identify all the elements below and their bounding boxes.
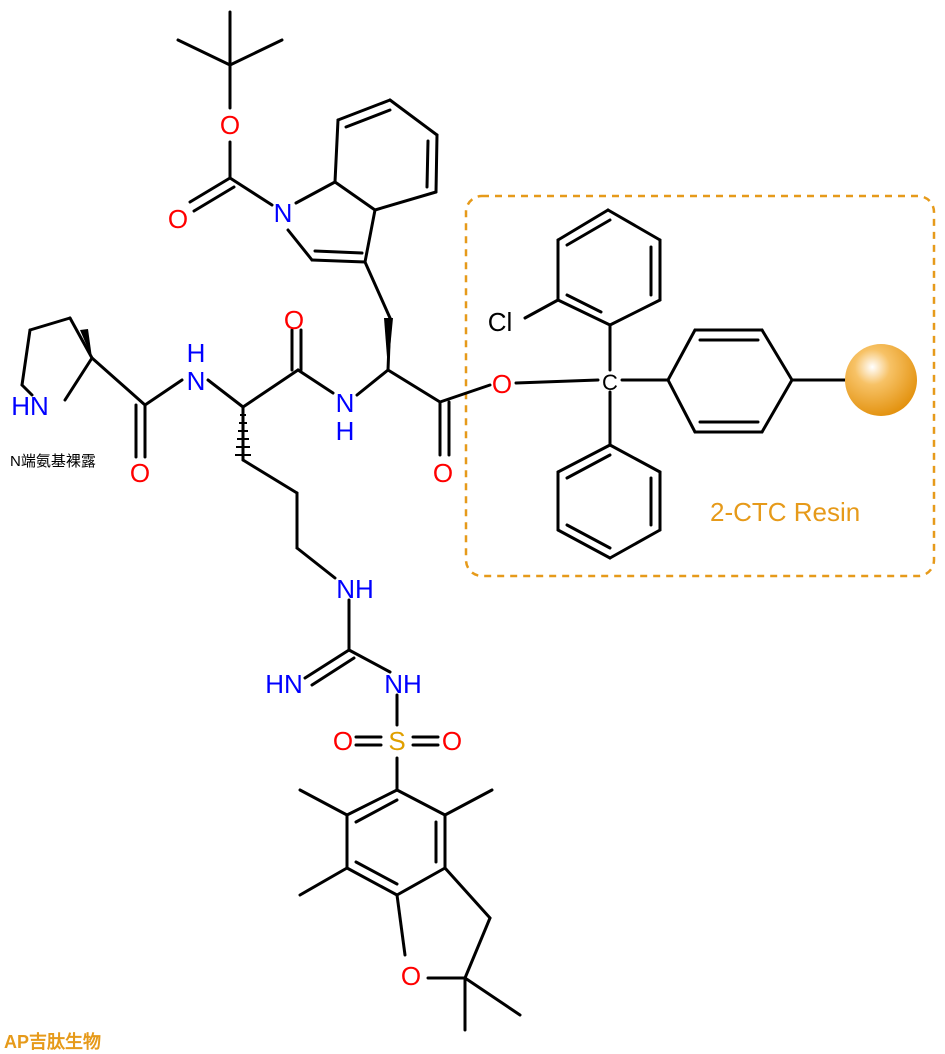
o-boc-carbonyl: O — [168, 204, 188, 234]
o-ester: O — [492, 369, 512, 399]
atom-labels: O O N O HN H N O N H O O NH HN NH O S O … — [11, 110, 618, 991]
n-arg-trp: N — [336, 388, 355, 418]
o-sulfonyl-left: O — [333, 726, 353, 756]
wedge-proline — [80, 329, 92, 358]
o-arg-carbonyl: O — [284, 305, 304, 335]
company-logo: AP吉肽生物 — [4, 1031, 101, 1052]
hash-arg — [235, 414, 251, 456]
chlorine: Cl — [488, 307, 513, 337]
n-terminus-note: N端氨基裸露 — [10, 453, 96, 470]
hn-imine: HN — [265, 669, 303, 699]
wedge-trp — [384, 318, 393, 370]
n-pro-arg: N — [187, 366, 206, 396]
o-trp-carbonyl: O — [433, 458, 453, 488]
hn-proline: HN — [11, 391, 49, 421]
o-sulfonyl-right: O — [442, 726, 462, 756]
o-furan: O — [401, 961, 421, 991]
resin-label: 2-CTC Resin — [710, 497, 860, 527]
h-pro-arg: H — [187, 338, 206, 368]
nh-guanidine-1: NH — [336, 574, 374, 604]
n-indole: N — [274, 198, 293, 228]
o-pro-carbonyl: O — [130, 458, 150, 488]
resin-bead — [845, 344, 917, 416]
c-trityl: C — [602, 370, 618, 395]
s-sulfonyl: S — [388, 726, 405, 756]
nh-guanidine-2: NH — [384, 669, 422, 699]
h-arg-trp: H — [336, 416, 355, 446]
o-boc-ether: O — [220, 110, 240, 140]
